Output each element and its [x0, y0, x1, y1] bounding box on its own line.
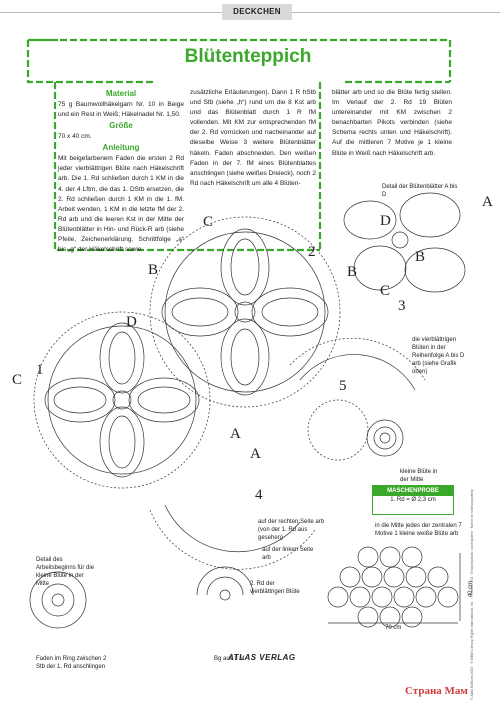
gauge-text: 1. Rd = Ø 2,3 cm	[390, 497, 436, 503]
petal-letter-a-2: A	[250, 446, 261, 462]
detail-petals-figure	[343, 192, 466, 293]
step-number-1: 1	[36, 362, 44, 378]
width-dimension: 70 cm	[385, 625, 402, 631]
petal-letter-d: D	[126, 314, 137, 330]
step-number-4: 4	[255, 487, 263, 503]
legend-round-2: 2. Rd der vierblättrigen Blüte	[250, 581, 300, 595]
petal-letter-b-right: B	[347, 264, 358, 280]
instructions-text-1: Mit beigefarbenem Faden die ersten 2 Rd …	[58, 155, 184, 254]
step-number-5: 5	[339, 378, 347, 394]
schema-note: in die Mitte jedes der zentralen 7 Motiv…	[375, 523, 462, 537]
thread-ring-label: Faden im Ring zwischen 2 Stb der 1. Rd a…	[36, 656, 107, 670]
detail-start-figure	[29, 571, 87, 629]
legal-line: © Atlas Editions 2002 · © MBM Literary R…	[470, 489, 474, 700]
text-column-2: zusätzliche Erläuterungen). Dann 1 R hSt…	[190, 89, 316, 187]
flower-motif-2	[149, 216, 341, 408]
flower-motif-3	[289, 337, 426, 391]
petal-letter-c-left: C	[12, 372, 23, 388]
flower-motif-1	[33, 311, 211, 489]
small-flower-figure	[366, 419, 404, 457]
detail-top-label: Detail der Blütenblätter A bis D	[382, 184, 458, 198]
watermark: Страна Мам	[405, 685, 468, 697]
size-heading: Größe	[109, 121, 133, 131]
detail-letter-a: A	[482, 194, 493, 210]
text-column-3: blätter arb und so die Blüte fertig stel…	[332, 89, 452, 157]
step-number-2: 2	[308, 244, 316, 260]
detail-letter-c: C	[380, 283, 391, 299]
text-column-1: Material 75 g Baumwollhäkelgarn Nr. 10 i…	[58, 88, 184, 255]
start-label: Bg aus 3 M	[214, 656, 245, 662]
detail-letter-b: B	[415, 249, 426, 265]
page-title: Blütenteppich	[184, 46, 312, 67]
flower-motif-5	[307, 399, 369, 461]
gauge-heading: MASCHENPROBE	[373, 486, 453, 496]
flower-motif-4	[149, 504, 316, 570]
detail-letter-d: D	[380, 213, 391, 229]
petal-letter-c: C	[203, 214, 214, 230]
material-text: 75 g Baumwollhäkelgarn Nr. 10 in Beige u…	[58, 101, 184, 119]
small-flower-label: kleine Blüte in der Mitte	[400, 469, 438, 483]
step-number-3: 3	[398, 298, 406, 314]
side-legal-text: © Atlas Editions 2002 · © MBM Literary R…	[470, 470, 478, 700]
legend-figure	[196, 566, 254, 601]
motif-schema	[327, 546, 461, 628]
gauge-box: MASCHENPROBE 1. Rd = Ø 2,3 cm	[372, 485, 454, 515]
section-tab: DECKCHEN	[222, 4, 292, 20]
detail-start-label: Detail des Arbeitsbeginns für die kleine…	[36, 557, 95, 587]
petals-note: die vierblättrigen Blüten in der Reihenf…	[412, 337, 465, 375]
publisher-logo: ATLAS VERLAG	[228, 653, 296, 662]
legend-right-side: auf der rechten Seite arb (von der 1. Rd…	[258, 519, 325, 541]
instructions-heading: Anleitung	[102, 143, 140, 153]
legend-left-side: auf der linken Seite arb	[262, 547, 314, 561]
size-text: 70 x 40 cm.	[58, 133, 92, 141]
material-heading: Material	[105, 89, 137, 98]
petal-letter-b: B	[148, 262, 159, 278]
petal-letter-a: A	[230, 426, 241, 442]
